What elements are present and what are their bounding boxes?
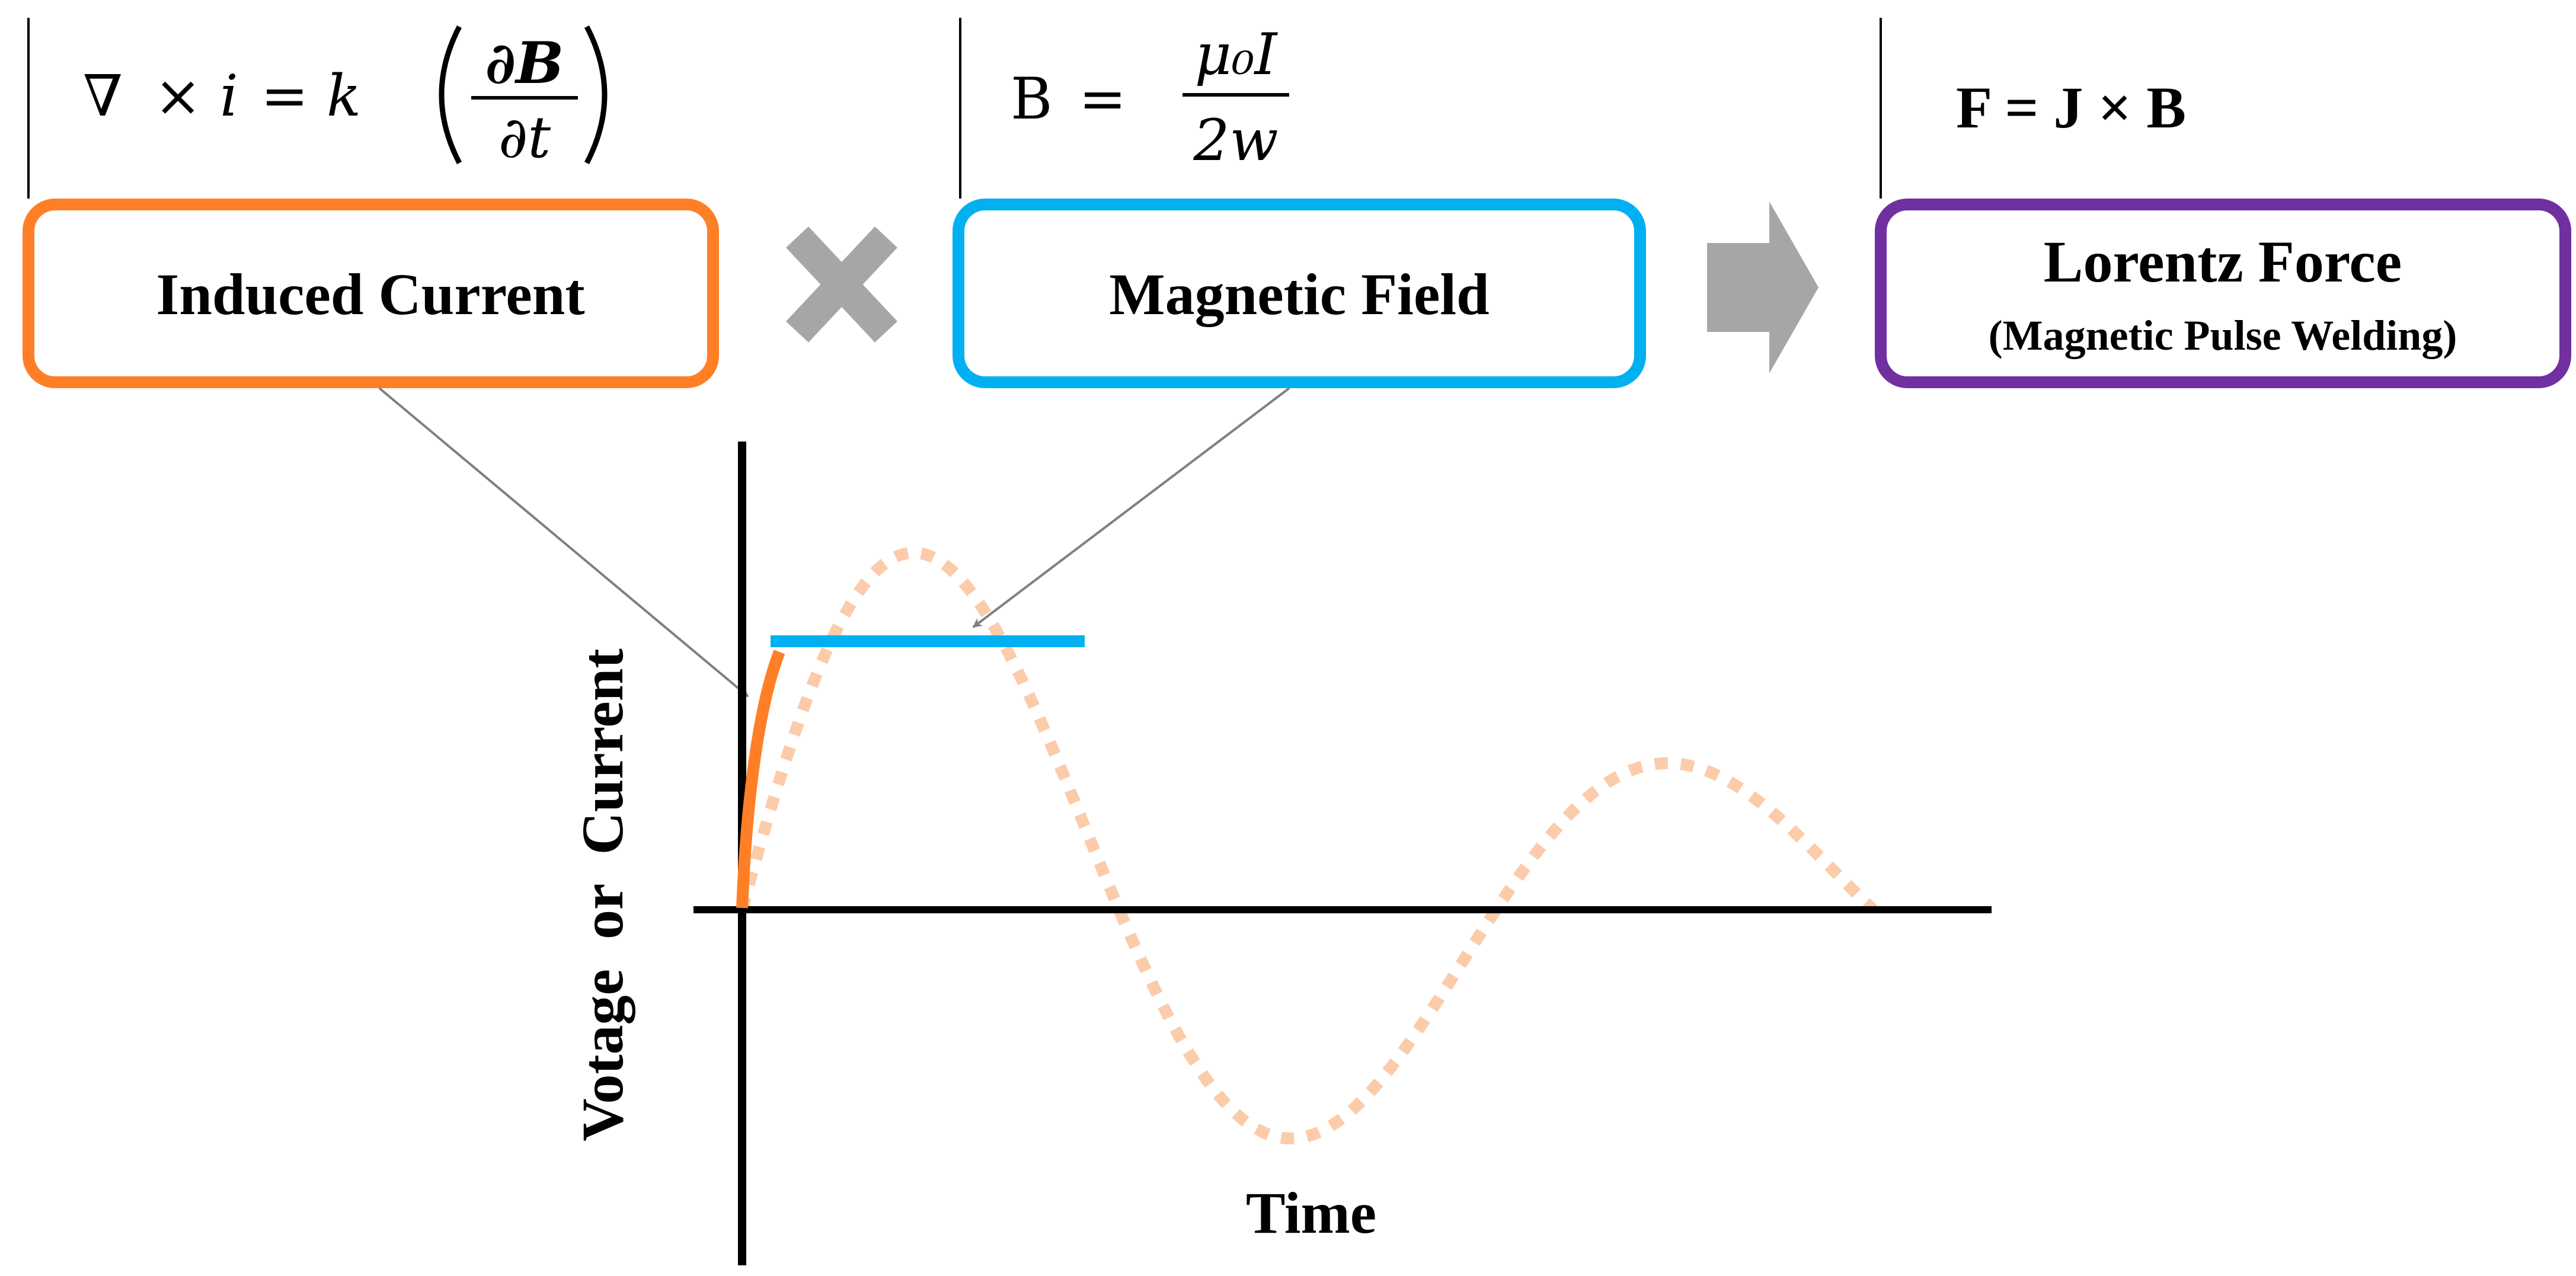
field-denominator: 2w [1193,107,1278,174]
induced-current-curve [736,650,785,909]
magnetic-field-formula: B = μ₀I 2w [1011,21,1289,174]
waveform-graph: Votage or Current Time [570,442,1992,1265]
equals-symbol: = [1079,66,1126,132]
dotted-current-wave [736,546,1877,1144]
induced-current-frame [23,199,719,388]
nabla-symbol: ∇ [83,63,123,129]
induced-current-box: Induced Current [23,199,719,388]
left-paren [439,25,462,165]
field-numerator: μ₀I [1195,21,1279,88]
magnetic-field-pointer [972,387,1290,628]
magnetic-field-label: Magnetic Field [1109,261,1490,327]
cross-i-term: × i [154,63,238,129]
x-axis-label: Time [1246,1180,1376,1246]
lorentz-force-sublabel: (Magnetic Pulse Welding) [1989,312,2457,359]
magnetic-field-box: Magnetic Field [953,199,1646,388]
derivative-denominator: ∂t [498,104,551,171]
induced-current-pointer [378,387,749,698]
equals-k-term: = k [261,63,361,129]
lorentz-force-label: Lorentz Force [2044,229,2402,295]
right-arrow-icon [1707,202,1818,373]
derivative-numerator: ∂B [485,30,564,97]
y-axis-label: Votage or Current [570,648,635,1141]
right-paren [584,25,608,165]
lorentz-formula: F = J × B [1956,75,2186,140]
induced-current-formula: ∇ × i = k ∂B ∂t [83,25,608,171]
magnetic-field-frame [953,199,1646,388]
lorentz-force-frame [1875,199,2571,388]
multiply-icon [786,226,897,343]
b-symbol: B [1011,66,1053,132]
induced-current-label: Induced Current [156,261,584,327]
lorentz-force-box: Lorentz Force (Magnetic Pulse Welding) [1875,199,2571,388]
